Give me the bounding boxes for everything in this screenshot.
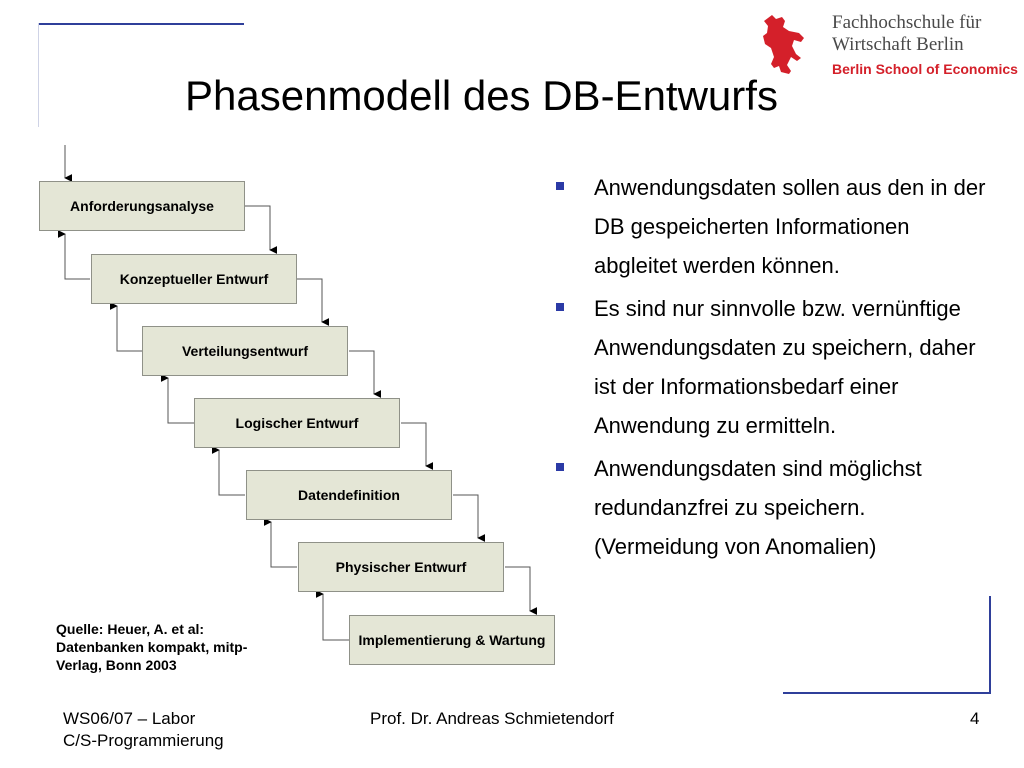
- footer-course: WS06/07 – Labor C/S-Programmierung: [63, 708, 224, 752]
- bullet-list: Anwendungsdaten sollen aus den in der DB…: [556, 168, 988, 570]
- footer-course-line-2: C/S-Programmierung: [63, 731, 224, 750]
- institution-logo-text: Fachhochschule für Wirtschaft Berlin Ber…: [832, 12, 1018, 78]
- source-citation: Quelle: Heuer, A. et al: Datenbanken kom…: [56, 621, 248, 673]
- footer-course-line-1: WS06/07 – Labor: [63, 709, 196, 728]
- bottom-right-accent-line-horizontal: [783, 692, 991, 694]
- forward-arrow-2: [297, 278, 330, 326]
- bullet-text-2: Es sind nur sinnvolle bzw. vernünftige A…: [594, 296, 976, 438]
- phase-box-logischer-entwurf: Logischer Entwurf: [194, 398, 400, 448]
- feedback-arrow-3: [160, 374, 194, 424]
- phase-box-physischer-entwurf: Physischer Entwurf: [298, 542, 504, 592]
- phase-box-anforderungsanalyse: Anforderungsanalyse: [39, 181, 245, 231]
- bullet-item: Anwendungsdaten sind möglichst redundanz…: [556, 449, 988, 566]
- logo-line-1: Fachhochschule für: [832, 12, 982, 33]
- square-bullet-icon: [556, 463, 564, 471]
- forward-arrow-4: [401, 422, 434, 470]
- feedback-arrow-1: [57, 230, 90, 280]
- bullet-item: Es sind nur sinnvolle bzw. vernünftige A…: [556, 289, 988, 445]
- bottom-right-accent-line-vertical: [989, 596, 991, 694]
- square-bullet-icon: [556, 303, 564, 311]
- feedback-arrow-6: [315, 590, 349, 641]
- left-accent-line: [38, 23, 39, 127]
- phase-box-verteilungsentwurf: Verteilungsentwurf: [142, 326, 348, 376]
- footer-page-number: 4: [970, 709, 980, 728]
- feedback-arrow-2: [109, 302, 142, 352]
- slide-title: Phasenmodell des DB-Entwurfs: [185, 72, 778, 119]
- bullet-text-1: Anwendungsdaten sollen aus den in der DB…: [594, 175, 986, 278]
- logo-line-3: Berlin School of Economics: [832, 61, 1018, 77]
- feedback-arrow-5: [263, 518, 297, 568]
- footer-author: Prof. Dr. Andreas Schmietendorf: [370, 709, 614, 728]
- logo-line-2: Wirtschaft Berlin: [832, 34, 964, 55]
- bullet-item: Anwendungsdaten sollen aus den in der DB…: [556, 168, 988, 285]
- forward-arrow-1: [245, 205, 278, 254]
- top-left-accent-line: [38, 23, 244, 25]
- phase-box-datendefinition: Datendefinition: [246, 470, 452, 520]
- square-bullet-icon: [556, 182, 564, 190]
- forward-arrow-5: [453, 494, 486, 542]
- bullet-text-3: Anwendungsdaten sind möglichst redundanz…: [594, 456, 922, 559]
- feedback-arrow-4: [211, 446, 245, 496]
- berlin-bear-logo-icon: [763, 15, 804, 74]
- phase-box-konzeptueller-entwurf: Konzeptueller Entwurf: [91, 254, 297, 304]
- phase-box-implementierung-wartung: Implementierung & Wartung: [349, 615, 555, 665]
- forward-arrow-6: [505, 566, 538, 615]
- forward-arrow-3: [349, 350, 382, 398]
